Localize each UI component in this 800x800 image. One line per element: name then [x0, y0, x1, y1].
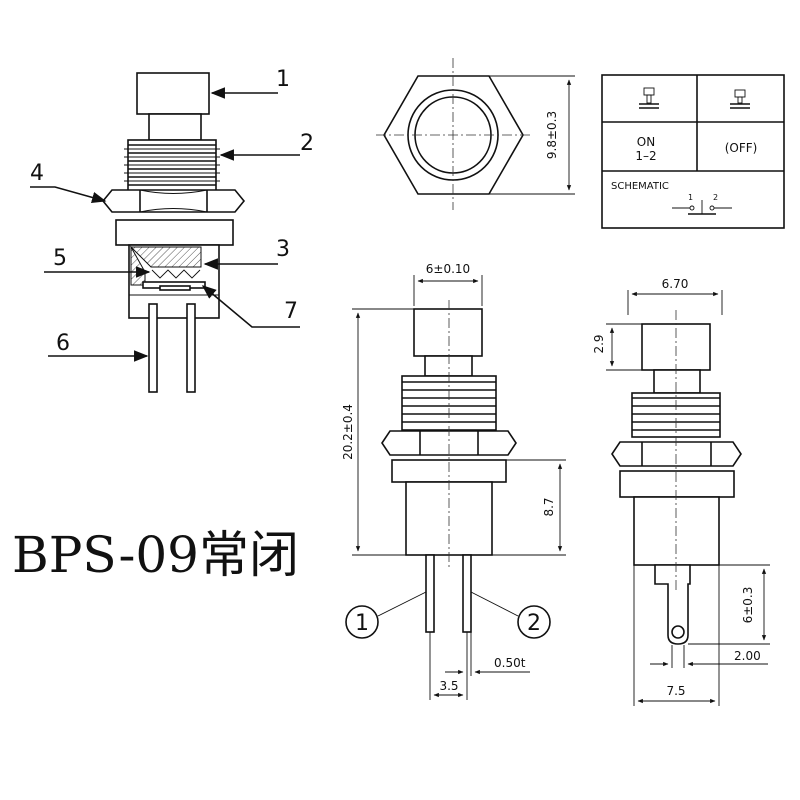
- svg-text:2: 2: [527, 611, 541, 636]
- svg-text:3: 3: [276, 237, 290, 262]
- housing: [128, 244, 220, 319]
- callout-4: 4: [30, 161, 107, 204]
- svg-text:20.2±0.4: 20.2±0.4: [341, 404, 355, 460]
- svg-text:ON: ON: [637, 135, 655, 149]
- terminals: [148, 303, 196, 393]
- svg-text:1: 1: [276, 67, 290, 92]
- callout-7: 7: [201, 285, 300, 328]
- svg-text:7: 7: [284, 299, 298, 324]
- svg-text:1–2: 1–2: [635, 149, 656, 163]
- svg-text:(OFF): (OFF): [725, 141, 758, 155]
- section-view: 1 2 3 4 5 6 7: [30, 67, 314, 393]
- actuator-cap: [136, 72, 210, 115]
- callout-1: 1: [210, 67, 290, 99]
- svg-text:1: 1: [688, 193, 693, 202]
- flange: [115, 219, 234, 246]
- front-view: 6±0.10 20.2±0.4 8.7 1 2 3.5 0.50t: [341, 262, 566, 700]
- schematic-symbol: 1 2: [672, 193, 732, 215]
- svg-text:3.5: 3.5: [439, 679, 458, 693]
- pin-1-marker: 1: [345, 591, 427, 639]
- hex-nut: [101, 189, 246, 213]
- svg-text:2: 2: [300, 131, 314, 156]
- svg-text:1: 1: [355, 611, 369, 636]
- switch-table: ON 1–2 (OFF) SCHEMATIC 1 2: [601, 74, 785, 229]
- svg-text:8.7: 8.7: [542, 497, 556, 516]
- svg-text:4: 4: [30, 161, 44, 186]
- svg-text:6.70: 6.70: [662, 277, 689, 291]
- callout-3: 3: [203, 237, 290, 270]
- svg-text:6±0.3: 6±0.3: [741, 587, 755, 624]
- product-title: BPS-09常闭: [12, 526, 299, 584]
- callout-2: 2: [219, 131, 314, 161]
- svg-text:2.00: 2.00: [734, 649, 761, 663]
- svg-text:2: 2: [713, 193, 718, 202]
- svg-text:SCHEMATIC: SCHEMATIC: [611, 181, 669, 192]
- svg-text:5: 5: [53, 246, 67, 271]
- svg-text:0.50t: 0.50t: [494, 656, 526, 670]
- top-view: 9.8±0.3: [376, 58, 575, 210]
- svg-text:6: 6: [56, 331, 70, 356]
- pin-2-marker: 2: [470, 591, 551, 639]
- threaded-bushing: [124, 139, 220, 193]
- svg-text:2.9: 2.9: [592, 334, 606, 353]
- svg-text:7.5: 7.5: [666, 684, 685, 698]
- released-button-icon: [730, 89, 750, 109]
- svg-text:9.8±0.3: 9.8±0.3: [545, 111, 559, 159]
- callout-5: 5: [44, 246, 151, 278]
- callout-6: 6: [48, 331, 149, 362]
- side-view: 6.70 2.9 6±0.3 2.00 7.5: [592, 277, 770, 706]
- pressed-button-icon: [639, 87, 659, 109]
- svg-text:6±0.10: 6±0.10: [426, 262, 470, 276]
